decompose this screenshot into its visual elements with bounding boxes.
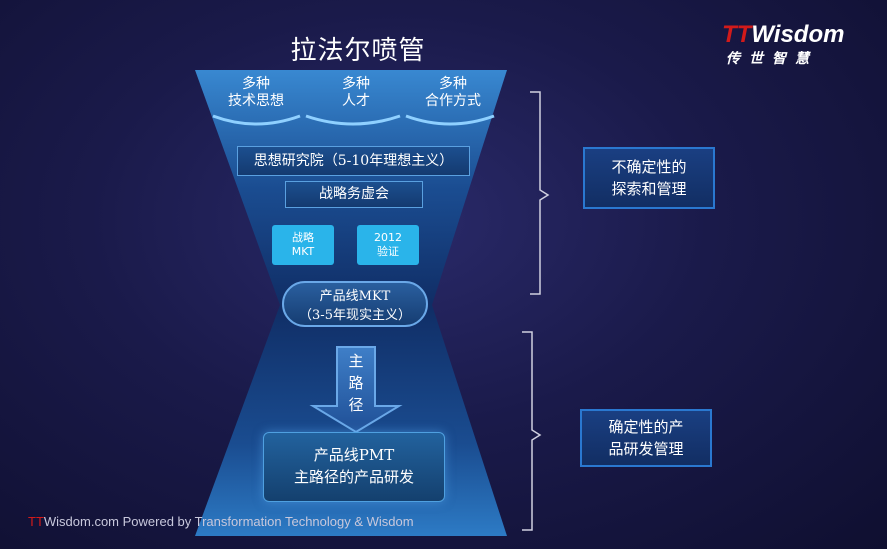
certainty-management-box: 确定性的产 品研发管理 — [580, 409, 712, 467]
bracket-upper — [530, 91, 550, 295]
product-line-pmt-box: 产品线PMT 主路径的产品研发 — [263, 432, 445, 502]
bracket-lower — [522, 331, 542, 531]
strategy-mkt-box: 战略 MKT — [272, 225, 334, 265]
product-line-mkt-box: 产品线MKT （3-5年现实主义） — [282, 281, 428, 327]
footer-credit: TTWisdom.com Powered by Transformation T… — [28, 514, 414, 529]
uncertainty-management-box: 不确定性的 探索和管理 — [583, 147, 715, 209]
logo-wordmark: TTWisdom — [722, 21, 845, 48]
think-tank-box: 思想研究院（5-10年理想主义） — [237, 146, 470, 176]
top-item-talent: 多种 人才 — [342, 76, 370, 109]
validation-2012-box: 2012 验证 — [357, 225, 419, 265]
main-path-arrow — [309, 346, 403, 434]
top-item-cooperation: 多种 合作方式 — [425, 76, 481, 109]
main-path-label: 主 路 径 — [348, 352, 364, 414]
arc-2 — [305, 114, 401, 126]
brand-logo: TTWisdom 传世智慧 — [722, 22, 852, 68]
strategy-council-box: 战略务虚会 — [285, 181, 423, 208]
arc-3 — [405, 114, 495, 126]
arc-1 — [212, 114, 301, 126]
logo-subtitle: 传世智慧 — [726, 51, 818, 67]
top-item-tech-ideas: 多种 技术思想 — [228, 76, 284, 109]
page-title: 拉法尔喷管 — [290, 36, 426, 66]
